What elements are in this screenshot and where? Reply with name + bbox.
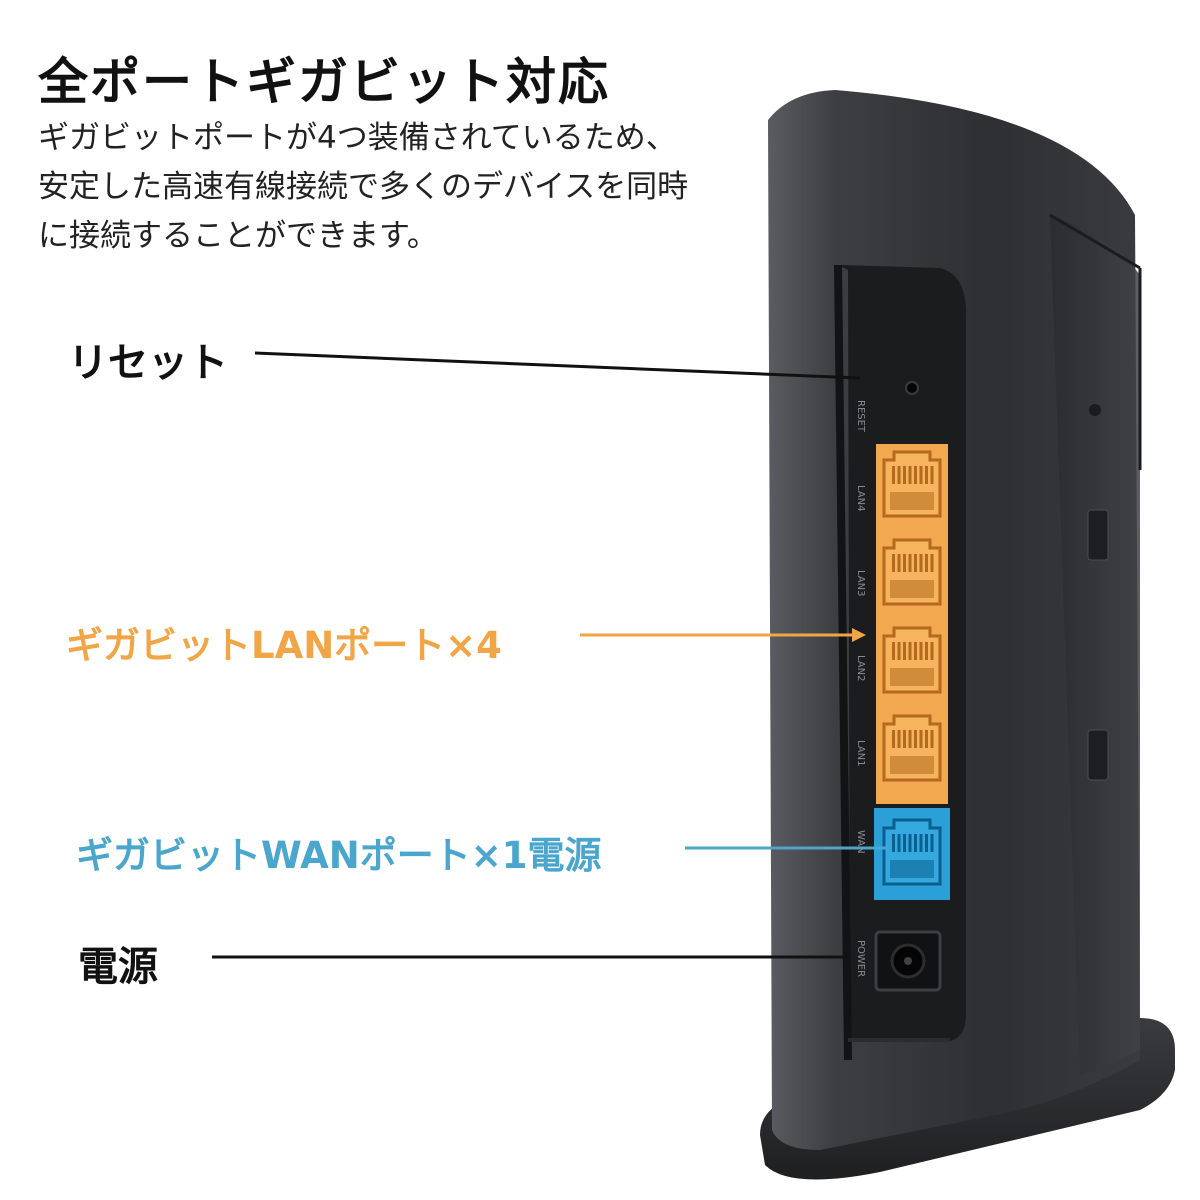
ethernet-port-icon (882, 450, 942, 518)
wan-callout-label: ギガビットWANポート×1電源 (76, 834, 602, 877)
port-label-lan3: LAN3 (855, 570, 866, 596)
reset-hole-icon (905, 381, 919, 395)
ethernet-port-icon (882, 626, 942, 694)
ethernet-port-icon (882, 714, 942, 782)
port-label-reset: RESET (855, 400, 866, 433)
lan-callout-label: ギガビットLANポート×4 (66, 624, 502, 667)
ethernet-port-icon (882, 538, 942, 606)
description-line: 安定した高速有線接続で多くのデバイスを同時 (38, 169, 689, 205)
description-line: に接続することができます。 (38, 218, 438, 254)
port-label-power: POWER (855, 940, 866, 977)
power-callout-label: 電源 (78, 944, 158, 990)
port-label-lan1: LAN1 (855, 740, 866, 766)
port-label-wan: WAN (855, 830, 866, 854)
side-screw-icon (1089, 404, 1101, 416)
side-clip (1087, 729, 1109, 781)
ethernet-port-icon (882, 818, 942, 886)
lan-callout-arrow (852, 628, 866, 642)
port-label-lan2: LAN2 (855, 655, 866, 681)
description: ギガビットポートが4つ装備されているため、 安定した高速有線接続で多くのデバイス… (38, 114, 688, 261)
page-title: 全ポートギガビット対応 (38, 53, 610, 111)
port-label-lan4: LAN4 (855, 485, 866, 511)
side-clip (1087, 509, 1109, 561)
description-line: ギガビットポートが4つ装備されているため、 (38, 120, 677, 156)
router-side-panel (1050, 215, 1140, 1075)
reset-callout-label: リセット (68, 340, 228, 386)
reset-callout-line (254, 351, 861, 380)
